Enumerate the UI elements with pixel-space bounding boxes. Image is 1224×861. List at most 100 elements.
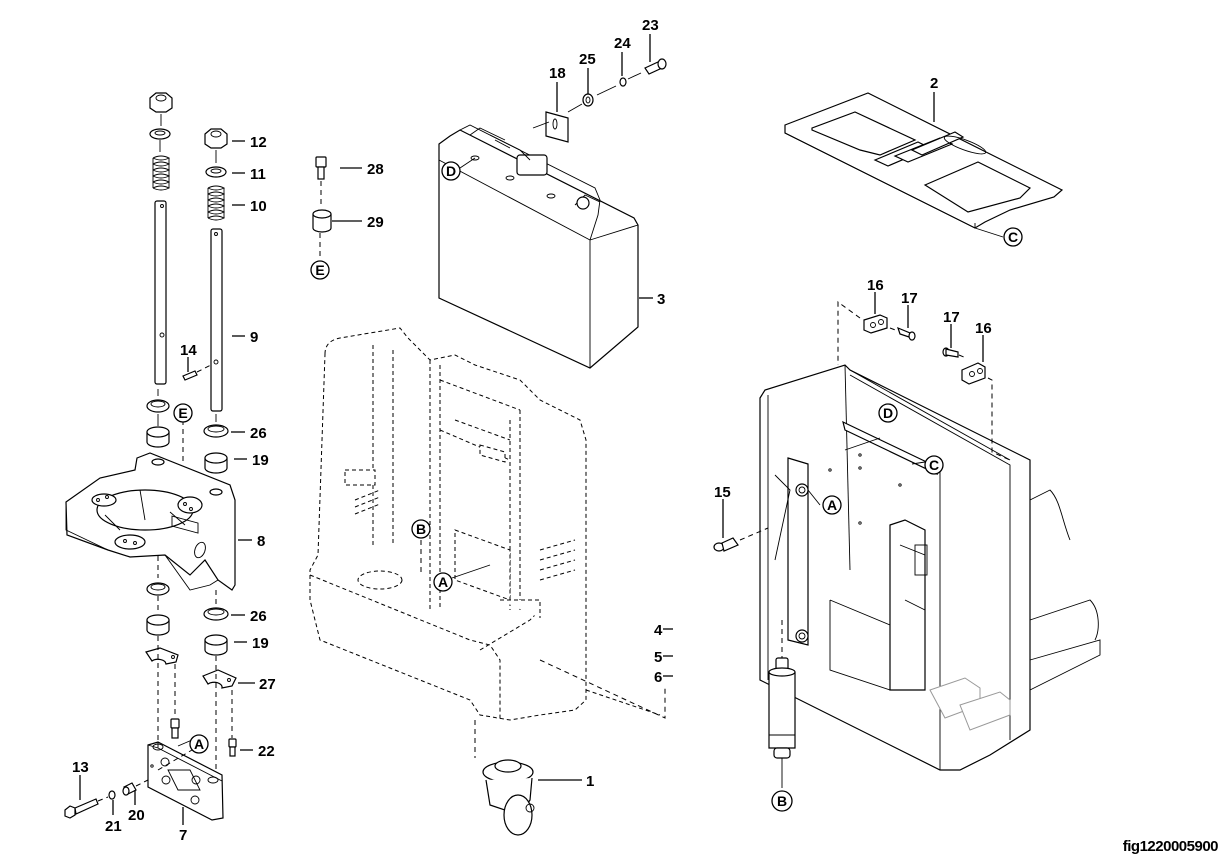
screw-17-right: [942, 347, 959, 358]
callout-9: 9: [250, 329, 258, 346]
ref-c-cover: C: [1003, 227, 1023, 247]
bushing-right-26: [203, 424, 229, 438]
callout-12: 12: [250, 134, 267, 151]
svg-text:E: E: [315, 262, 324, 278]
reference-markers: E A E D B A C D: [173, 161, 1023, 812]
ref-d-mast: D: [878, 403, 898, 423]
screw-22: [228, 738, 237, 757]
screw-17-left: [897, 326, 916, 341]
svg-text:C: C: [1008, 229, 1018, 245]
battery: [438, 124, 639, 369]
callout-21: 21: [105, 818, 122, 835]
block-16-right: [961, 362, 986, 385]
callout-16: 16: [867, 277, 884, 294]
mounting-plate: [147, 741, 224, 821]
callout-13: 13: [72, 759, 89, 776]
callout-27: 27: [259, 676, 276, 693]
callout-24: 24: [614, 35, 631, 52]
screw-23: [644, 58, 667, 75]
callout-5: 5: [654, 649, 662, 666]
callout-10: 10: [250, 198, 267, 215]
bushing-right-19: [204, 452, 228, 474]
callout-17: 17: [901, 290, 918, 307]
leader-lines: [79, 34, 1004, 825]
callout-4: 4: [654, 622, 663, 639]
screw-left-small: [170, 718, 180, 739]
ref-a-frame: A: [433, 572, 453, 592]
washer-right: [205, 166, 227, 178]
plate-18: [545, 111, 569, 143]
svg-text:A: A: [827, 497, 837, 513]
nut-right: [204, 128, 228, 149]
spring-left: [152, 155, 171, 191]
bushing-right-19-lower: [204, 634, 228, 656]
bushing-left-lower: [146, 426, 170, 448]
screw-28: [315, 156, 327, 180]
callout-25: 25: [579, 51, 596, 68]
callout-22: 22: [258, 743, 275, 760]
clip-left: [145, 647, 179, 665]
svg-text:A: A: [438, 574, 448, 590]
bushing-right-26-lower: [203, 607, 229, 621]
callout-26: 26: [250, 425, 267, 442]
washer-left: [149, 128, 171, 140]
ref-e-top: E: [310, 260, 330, 280]
callout-numbers: 12 11 10 9 14 26 19 8 26 19 27 22 13 21 …: [72, 17, 992, 844]
callout-16-right: 16: [975, 320, 992, 337]
rod-left: [154, 200, 167, 385]
washer-25: [582, 93, 594, 107]
svg-text:D: D: [446, 163, 456, 179]
washer-21: [108, 790, 116, 800]
spring-right: [207, 185, 226, 221]
callout-3: 3: [657, 291, 665, 308]
knob-15: [713, 537, 739, 552]
callout-29: 29: [367, 214, 384, 231]
ref-b-cylinder: B: [771, 790, 793, 812]
block-16-left: [863, 314, 888, 334]
washer-24: [619, 77, 627, 87]
callout-2: 2: [930, 75, 938, 92]
callout-15: 15: [714, 484, 731, 501]
bushing-left-below-1: [146, 582, 170, 596]
chassis-frame: [309, 327, 661, 721]
ref-e-left: E: [173, 403, 193, 423]
left-rod-assembly: [64, 92, 237, 821]
callout-23: 23: [642, 17, 659, 34]
callout-28: 28: [367, 161, 384, 178]
callout-19: 19: [252, 452, 269, 469]
svg-text:E: E: [178, 405, 187, 421]
callout-20: 20: [128, 807, 145, 824]
ref-d-battery: D: [441, 161, 461, 181]
nut-left: [149, 92, 173, 113]
clip-right: [202, 669, 237, 689]
mast-frame: [759, 364, 1101, 771]
svg-text:B: B: [777, 793, 787, 809]
callout-7: 7: [179, 827, 187, 844]
callout-26-lower: 26: [250, 608, 267, 625]
callout-19-lower: 19: [252, 635, 269, 652]
sleeve-29: [312, 209, 332, 233]
callout-18: 18: [549, 65, 566, 82]
svg-text:B: B: [416, 521, 426, 537]
spacer-20: [122, 782, 137, 796]
gas-cylinder: [768, 620, 796, 788]
callout-8: 8: [257, 533, 265, 550]
callout-6: 6: [654, 669, 662, 686]
caster-wheel: [482, 759, 535, 836]
ref-a-mast: A: [822, 495, 842, 515]
callout-17-right: 17: [943, 309, 960, 326]
bushing-left-top: [146, 399, 170, 413]
pin: [182, 363, 214, 381]
callout-1: 1: [586, 773, 594, 790]
figure-id: fig1220005900: [1122, 838, 1219, 855]
rod-right: [210, 228, 223, 412]
callout-14: 14: [180, 342, 197, 359]
caster-bracket: [65, 452, 236, 591]
callout-11: 11: [250, 166, 266, 183]
ref-b-frame: B: [411, 519, 431, 539]
svg-text:D: D: [883, 405, 893, 421]
svg-text:C: C: [929, 457, 939, 473]
svg-text:A: A: [194, 736, 204, 752]
top-cover: [784, 92, 1064, 229]
